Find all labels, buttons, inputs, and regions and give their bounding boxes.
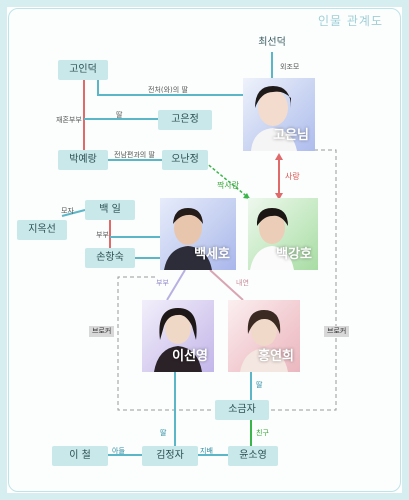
caption-hong-yeonhui: 홍연희 (258, 349, 294, 364)
label-divorced: 재혼부부 (56, 116, 82, 124)
love-arrow-top (275, 153, 283, 160)
crush-arrowhead (243, 193, 250, 199)
line-broker-right (262, 149, 337, 411)
caption-go-eunnim: 고은님 (273, 128, 309, 143)
person-baek-il: 백 일 (85, 200, 135, 220)
label-grandmother: 외조모 (280, 63, 300, 71)
person-choi-sundeok: 최선덕 (258, 37, 286, 48)
line-baekil-ji (61, 209, 86, 217)
label-first-wife-daughter: 전처(와)의 딸 (148, 86, 188, 94)
person-son-hangsuk: 손항숙 (85, 248, 135, 268)
diagram-title: 인물 관계도 (318, 14, 384, 28)
label-broker-left: 브로커 (89, 326, 115, 337)
label-broker-right: 브로커 (324, 326, 350, 337)
label-nephew: 지배 (200, 447, 213, 455)
label-friend: 친구 (256, 429, 269, 437)
caption-lee-seonyeong: 이선영 (172, 349, 208, 364)
line-broker-left (117, 276, 212, 411)
person-so-geumja: 소금자 (215, 400, 269, 420)
person-ji-oksun: 지옥선 (17, 220, 67, 240)
portrait-go-eunnim (251, 86, 297, 151)
photo-baek-seho: 백세호 (160, 198, 236, 270)
label-daughter-so: 딸 (256, 381, 263, 389)
label-husband-daughter: 전남편과의 딸 (114, 151, 155, 159)
person-go-eunjeong: 고은정 (158, 110, 212, 130)
person-lee-cheol: 이 철 (52, 446, 108, 466)
person-yun-soyeong: 윤소영 (228, 446, 278, 466)
portrait-lee-seonyeong (154, 308, 202, 372)
portrait-baek-seho (164, 208, 212, 270)
label-mother-son: 모자 (61, 207, 74, 215)
photo-hong-yeonhui: 홍연희 (228, 300, 300, 372)
photo-lee-seonyeong: 이선영 (142, 300, 214, 372)
label-crush: 짝사랑 (217, 181, 240, 190)
caption-baek-seho: 백세호 (194, 247, 230, 262)
portrait-hong-yeonhui (240, 310, 288, 372)
label-love: 사랑 (285, 172, 300, 181)
label-couple-small: 부부 (96, 231, 109, 239)
portrait-baek-gangho (250, 208, 294, 270)
photo-go-eunnim: 고은님 (243, 78, 315, 151)
label-son: 아들 (112, 447, 125, 455)
label-lover: 내연 (236, 279, 249, 287)
label-daughter: 딸 (116, 111, 123, 119)
person-kim-jeongja: 김정자 (142, 446, 198, 466)
love-arrow-bottom (275, 193, 283, 200)
person-oh-nanjeong: 오난정 (162, 150, 208, 170)
label-daughter-kim: 딸 (160, 429, 167, 437)
person-go-indeok: 고인덕 (58, 60, 108, 80)
line-lover (209, 269, 244, 301)
label-couple: 부부 (156, 279, 169, 287)
photo-baek-gangho: 백강호 (248, 198, 318, 270)
person-park-yerang: 박예랑 (58, 150, 108, 170)
caption-baek-gangho: 백강호 (276, 247, 312, 262)
line-couple (166, 269, 186, 301)
